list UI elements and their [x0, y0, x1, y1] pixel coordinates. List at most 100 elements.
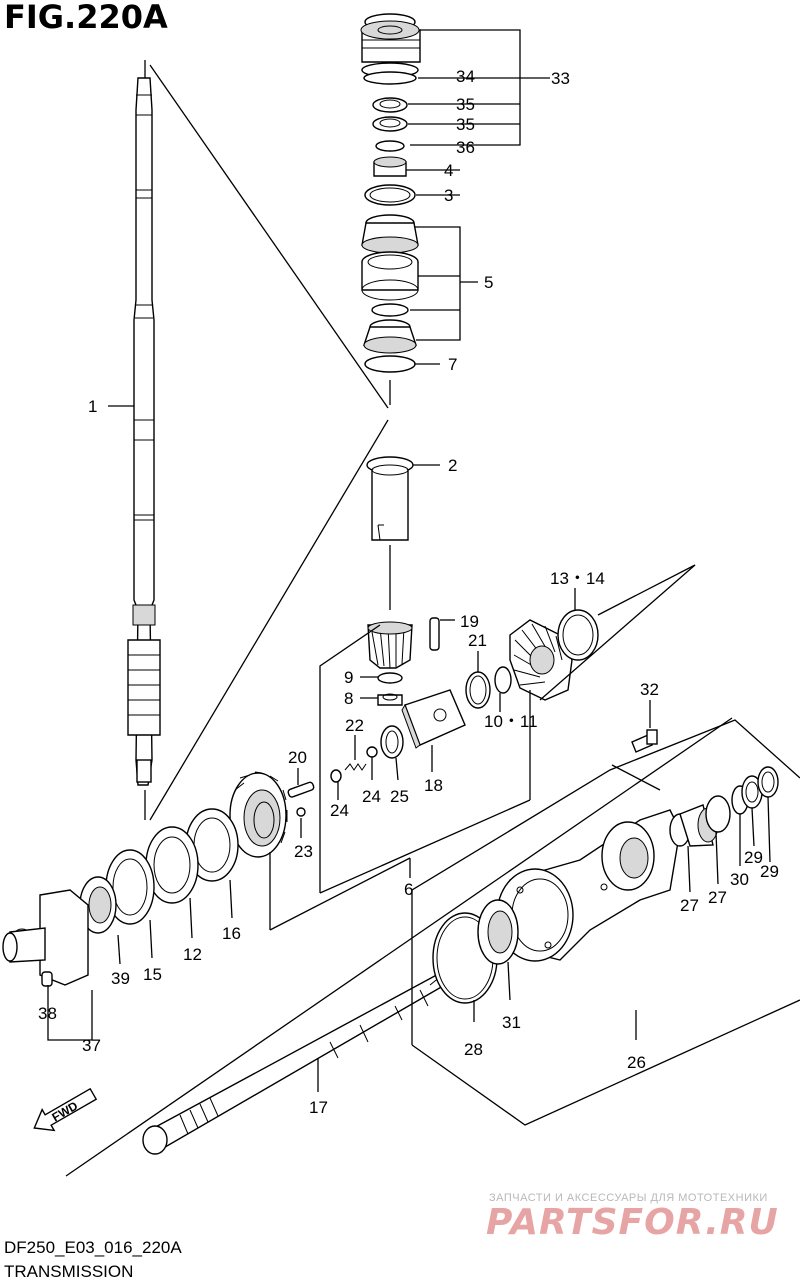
watermark-logo: PARTSFOR.RU: [486, 1202, 779, 1243]
fwd-direction-arrow: FWD: [33, 1087, 98, 1132]
part-label-30: 30: [730, 870, 749, 889]
part-label-22: 22: [345, 716, 364, 735]
group-bracket-6: [269, 857, 411, 931]
washer-10[interactable]: [494, 666, 512, 694]
leader-line: [395, 757, 399, 781]
sleeve-2[interactable]: [366, 456, 414, 541]
spring-21[interactable]: [465, 671, 491, 709]
needle-bearing-27b[interactable]: [705, 795, 731, 833]
part-label-28: 28: [464, 1040, 483, 1059]
diagram-code: DF250_E03_016_220A: [4, 1238, 182, 1257]
part-label-25: 25: [390, 787, 409, 806]
part-label-17: 17: [309, 1098, 328, 1117]
part-label-19: 19: [460, 612, 479, 631]
oil-seal-29b[interactable]: [757, 766, 779, 798]
part-label-35b: 35: [456, 115, 475, 134]
drive-shaft[interactable]: [127, 77, 161, 786]
bearing-race-3[interactable]: [364, 184, 416, 206]
group-bracket-26: [411, 999, 800, 1126]
pin-19[interactable]: [429, 617, 440, 651]
washer-9[interactable]: [377, 672, 403, 684]
part-label-23: 23: [294, 842, 313, 861]
part-label-7: 7: [448, 355, 457, 374]
shim-13-14[interactable]: [557, 609, 599, 661]
taper-bearing-5a[interactable]: [361, 214, 419, 254]
shim-15[interactable]: [105, 849, 155, 925]
group-bracket-33: [410, 29, 521, 146]
part-label-1: 1: [88, 397, 97, 416]
part-label-33: 33: [551, 69, 570, 88]
part-label-38: 38: [38, 1004, 57, 1023]
part-label-20: 20: [288, 748, 307, 767]
oil-seal-35b[interactable]: [372, 116, 408, 132]
part-label-16: 16: [222, 924, 241, 943]
part-label-34: 34: [456, 67, 475, 86]
leader-line: [715, 831, 719, 885]
group-bracket-6: [539, 564, 696, 701]
part-label-15: 15: [143, 965, 162, 984]
part-label-35a: 35: [456, 95, 475, 114]
part-label-4: 4: [444, 161, 453, 180]
ball-24a[interactable]: [330, 769, 342, 783]
leader-line: [687, 845, 691, 893]
part-label-5: 5: [484, 273, 493, 292]
watermark-tagline: ЗАПЧАСТИ И АКСЕССУАРЫ ДЛЯ МОТОТЕХНИКИ: [489, 1192, 768, 1204]
part-label-6: 6: [404, 880, 413, 899]
ball-23[interactable]: [296, 807, 306, 817]
shim-7[interactable]: [364, 355, 416, 373]
thrust-washer-12[interactable]: [145, 826, 199, 904]
part-label-13-14: 13・14: [550, 569, 605, 588]
reverse-gear[interactable]: [229, 771, 288, 858]
part-label-21: 21: [468, 631, 487, 650]
gear-case-housing-26[interactable]: [496, 809, 681, 962]
bearing-39[interactable]: [79, 876, 117, 934]
bolt-32[interactable]: [631, 729, 658, 753]
nut-8[interactable]: [377, 693, 403, 706]
figure-title: FIG.220A: [4, 0, 168, 36]
o-ring-34[interactable]: [363, 71, 417, 85]
clutch-dog-18[interactable]: [401, 689, 466, 749]
group-bracket-26: [611, 764, 661, 791]
bearing-31[interactable]: [477, 899, 519, 965]
circlip-36[interactable]: [375, 140, 405, 152]
part-label-36: 36: [456, 138, 475, 157]
group-bracket-6: [319, 624, 381, 893]
part-label-2: 2: [448, 456, 457, 475]
leader-guide: [65, 717, 733, 1177]
bearing-race-5b[interactable]: [371, 303, 409, 317]
propeller-shaft-17[interactable]: [142, 964, 464, 1155]
oil-seal-housing-33[interactable]: [360, 13, 421, 78]
part-label-26: 26: [627, 1053, 646, 1072]
part-label-37: 37: [82, 1036, 101, 1055]
part-label-29b: 29: [760, 862, 779, 881]
ring-25[interactable]: [380, 725, 404, 759]
forward-gear-bevel[interactable]: [509, 619, 573, 701]
pin-20[interactable]: [287, 781, 315, 798]
part-label-12: 12: [183, 945, 202, 964]
leader-guide: [149, 419, 389, 821]
part-label-3: 3: [444, 186, 453, 205]
spring-22[interactable]: [344, 763, 367, 771]
ball-24b[interactable]: [366, 746, 378, 758]
bearing-housing-37[interactable]: [2, 889, 89, 986]
group-bracket-6: [319, 799, 531, 894]
part-label-24a: 24: [330, 801, 349, 820]
leader-line: [507, 961, 511, 1001]
leader-line: [229, 879, 233, 919]
leader-line: [751, 807, 755, 847]
leader-line: [117, 934, 121, 965]
part-label-8: 8: [344, 689, 353, 708]
pin-38[interactable]: [41, 971, 53, 987]
part-label-32: 32: [640, 680, 659, 699]
bearing-spacer-5[interactable]: [361, 251, 419, 301]
oil-seal-35a[interactable]: [372, 97, 408, 113]
part-label-10-11: 10・11: [484, 712, 538, 731]
diagram-name: TRANSMISSION: [4, 1262, 134, 1281]
nut-4[interactable]: [373, 156, 407, 177]
leader-line: [149, 919, 153, 959]
taper-bearing-5c[interactable]: [363, 319, 417, 354]
part-label-27a: 27: [680, 896, 699, 915]
part-label-29a: 29: [744, 848, 763, 867]
